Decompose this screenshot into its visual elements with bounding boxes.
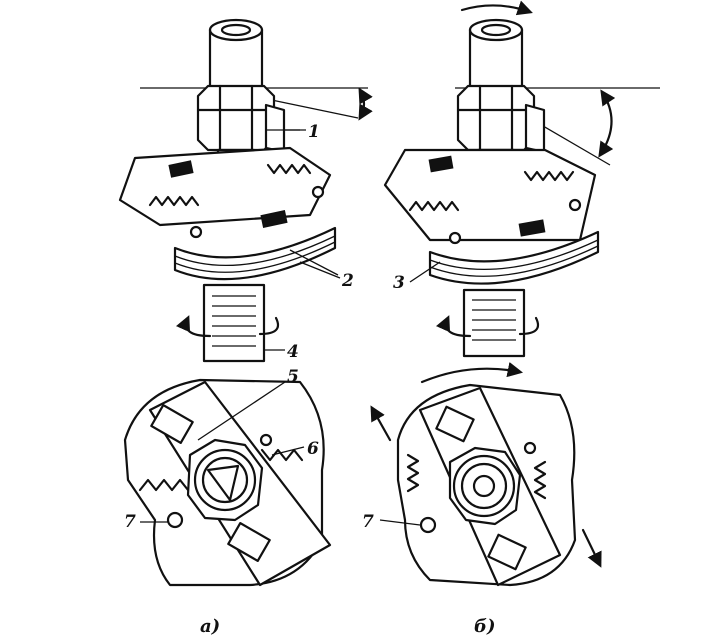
spring-left-a xyxy=(148,195,200,207)
label-4: 4 xyxy=(287,342,299,362)
pin-7-b xyxy=(419,516,437,534)
motion-arrow-left-b xyxy=(370,405,392,442)
sleeve-a xyxy=(264,103,286,154)
rotation-arrow-top-b xyxy=(460,0,533,16)
label-3: 3 xyxy=(393,273,405,293)
hex-nut-b xyxy=(456,84,536,152)
rotation-arrow-top-view-b xyxy=(420,362,524,384)
label-1: 1 xyxy=(308,122,320,142)
angle-arc-b xyxy=(598,89,616,158)
label-6: 6 xyxy=(307,439,319,459)
top-view-a xyxy=(123,378,332,587)
caption-a: а) xyxy=(200,616,220,637)
hex-nut-a xyxy=(196,84,276,152)
spring-left-b xyxy=(408,200,460,212)
spring-top-b-right xyxy=(533,460,547,500)
disc-b xyxy=(428,230,600,285)
motion-arrow-right-b xyxy=(581,528,602,568)
rotation-arrow-b xyxy=(435,315,472,338)
flyweight-plate-a xyxy=(118,146,332,227)
spring-right-b xyxy=(523,170,575,182)
spring-top-a-right xyxy=(260,448,304,462)
label-7-a: 7 xyxy=(124,512,136,532)
spring-top-a-left xyxy=(138,478,190,492)
label-7-b: 7 xyxy=(362,512,374,532)
label-5: 5 xyxy=(287,367,299,387)
lower-shaft-b xyxy=(462,288,526,358)
rotation-arrow-a xyxy=(175,315,212,338)
label-2: 2 xyxy=(341,271,354,291)
spring-right-a xyxy=(266,163,312,175)
flyweight-plate-b xyxy=(383,148,597,242)
assembly-b-side-view xyxy=(383,0,660,358)
pin-7-a xyxy=(166,511,184,529)
disc-a xyxy=(173,226,337,281)
angle-arc-a xyxy=(358,87,373,121)
caption-b: б) xyxy=(474,616,496,637)
assembly-a-side-view xyxy=(118,18,373,363)
spring-top-b-left xyxy=(406,453,420,493)
top-view-b xyxy=(370,362,602,587)
lower-shaft-a xyxy=(202,283,266,363)
angle-line-a xyxy=(261,97,359,119)
